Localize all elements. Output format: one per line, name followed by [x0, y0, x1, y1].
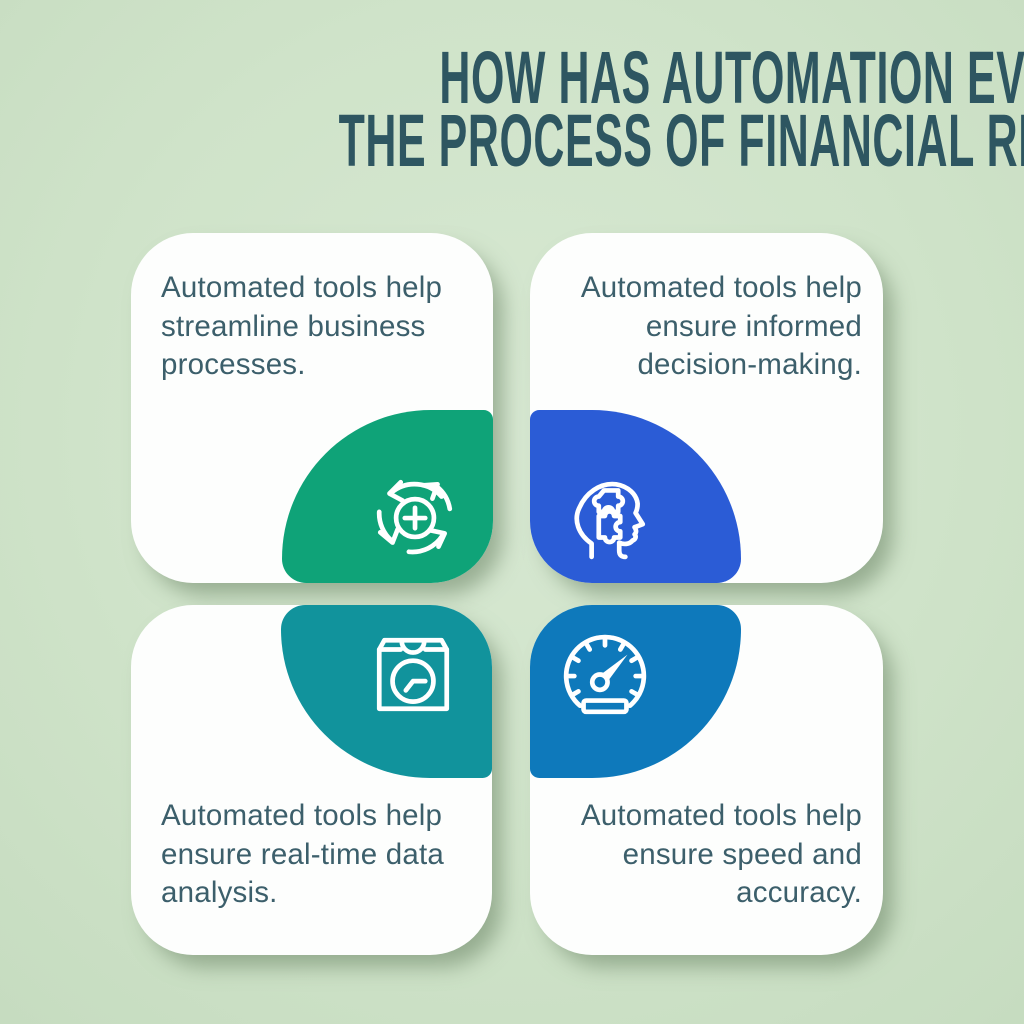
card-text-line: analysis.	[161, 876, 278, 909]
speedometer-icon	[563, 634, 647, 715]
card-text-line: Automated tools help	[580, 271, 862, 304]
card-text-line: ensure informed	[645, 309, 862, 343]
card-streamline-processes: Automated tools help streamline business…	[131, 233, 493, 583]
card-text-line: Automated tools help	[161, 271, 443, 304]
page-title: HOW HAS AUTOMATION EVOLVED THE PROCESS O…	[0, 36, 1024, 182]
card-text-line: streamline business	[161, 309, 426, 343]
card-text-line: decision-making.	[637, 348, 862, 381]
head-puzzle-icon	[574, 481, 646, 560]
dark-blue-blob	[530, 605, 741, 778]
blue-blob	[530, 410, 741, 583]
teal-blob	[281, 605, 492, 778]
card-text-line: processes.	[161, 348, 306, 381]
green-blob	[282, 410, 493, 583]
card-text: Automated tools help streamline business…	[161, 269, 455, 385]
card-informed-decisions: Automated tools help ensure informed dec…	[530, 233, 883, 583]
title-line-1: HOW HAS AUTOMATION EVOLVED	[439, 36, 1024, 119]
card-text-line: ensure real-time data	[161, 837, 444, 871]
card-text: Automated tools help ensure real-time da…	[161, 797, 454, 913]
card-text-line: ensure speed and	[622, 837, 862, 871]
box-clock-icon	[376, 637, 450, 712]
card-text: Automated tools help ensure speed and ac…	[568, 797, 862, 913]
card-speed-accuracy: Automated tools help ensure speed and ac…	[530, 605, 883, 955]
card-realtime-analysis: Automated tools help ensure real-time da…	[131, 605, 492, 955]
card-text-line: Automated tools help	[161, 799, 443, 832]
card-text: Automated tools help ensure informed dec…	[568, 269, 862, 385]
card-text-line: accuracy.	[736, 876, 862, 909]
title-line-2: THE PROCESS OF FINANCIAL REPORTING?	[338, 99, 1024, 182]
sync-cycle-plus-icon	[376, 479, 453, 555]
card-text-line: Automated tools help	[580, 799, 862, 832]
